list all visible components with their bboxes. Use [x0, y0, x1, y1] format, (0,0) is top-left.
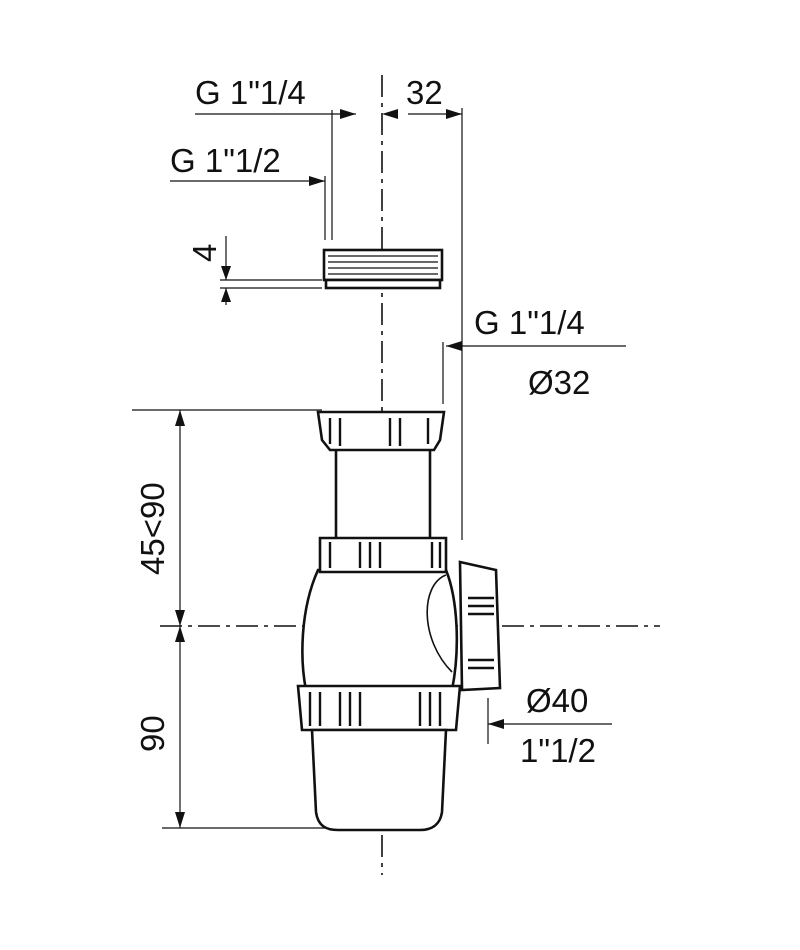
- nut-thread-dimension: G 1"1/2: [170, 142, 326, 240]
- lower-height-label: 90: [134, 715, 171, 752]
- top-thread-label: G 1"1/4: [195, 74, 306, 111]
- height-range-dimension: 45<90: [132, 409, 322, 626]
- outlet-thread-label: 1"1/2: [520, 732, 596, 769]
- nut-thread-label: G 1"1/2: [170, 142, 281, 179]
- gasket-height-dimension: 4: [186, 236, 322, 305]
- inlet-thread-label: G 1"1/4: [474, 304, 585, 341]
- gasket-ring: [322, 248, 444, 290]
- height-range-label: 45<90: [134, 482, 171, 575]
- top-thread-dimension: G 1"1/4 32: [195, 74, 463, 540]
- outlet-dimension: Ø40 1"1/2: [487, 682, 612, 769]
- outlet-diameter-label: Ø40: [526, 682, 588, 719]
- offset-label: 32: [406, 74, 443, 111]
- gasket-height-label: 4: [186, 244, 223, 262]
- trap-body: [296, 410, 502, 832]
- lower-height-dimension: 90: [134, 626, 330, 829]
- inlet-dimension: G 1"1/4 Ø32: [442, 304, 626, 404]
- inlet-diameter-label: Ø32: [528, 364, 590, 401]
